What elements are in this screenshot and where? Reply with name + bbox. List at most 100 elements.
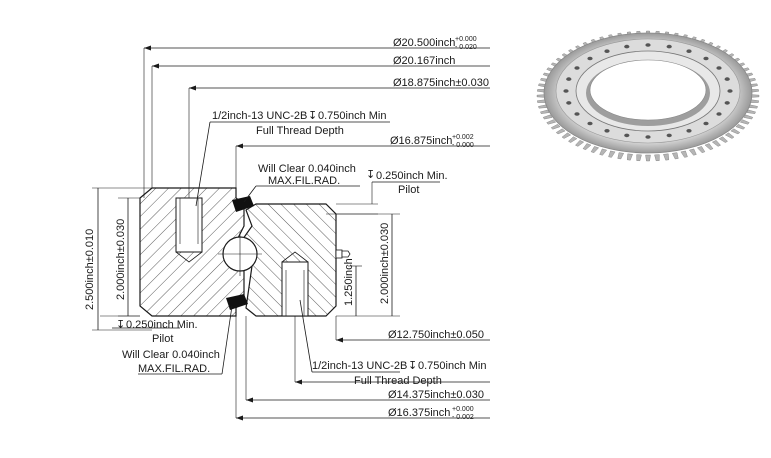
lower-seal	[226, 294, 248, 310]
bolt-hole	[666, 44, 672, 49]
lower-pilot-value: 0.250inch Min.	[126, 319, 198, 331]
outer-ring-height-label: 2.000inch±0.030	[115, 219, 127, 300]
bolt-hole	[686, 129, 692, 133]
gear-tooth	[748, 104, 758, 109]
bolt-hole	[724, 101, 730, 105]
bolt-hole	[604, 129, 610, 133]
upper-clear-line2: MAX.FIL.RAD.	[268, 175, 340, 187]
id-inner-ring-tol-lower: - 0.002	[452, 414, 474, 421]
bolt-hole	[563, 89, 569, 93]
pitch-outer-label: Ø20.167inch	[393, 55, 455, 67]
upper-pilot-label: Pilot	[398, 184, 419, 196]
cross-section	[139, 187, 351, 317]
gear-tooth	[654, 154, 660, 162]
gear-tooth	[645, 154, 651, 162]
bolt-hole	[703, 121, 709, 126]
bolt-hole	[587, 121, 593, 126]
gear-tooth	[568, 136, 578, 143]
upper-pilot-value: 0.250inch Min.	[376, 170, 448, 182]
bolt-hole	[574, 112, 580, 116]
inner-bore	[589, 59, 707, 121]
bolt-hole	[716, 112, 722, 116]
outer-tapped-hole	[175, 197, 203, 253]
gear-tooth	[550, 124, 561, 130]
inner-thread-line2: Full Thread Depth	[354, 375, 442, 387]
od-outer-tol-upper: +0.000	[455, 36, 477, 43]
gear-tooth	[636, 154, 642, 162]
gear-tooth	[599, 148, 608, 156]
id-outer-ring-tol-lower: - 0.000	[452, 142, 474, 149]
gear-tooth	[735, 124, 746, 130]
gear-tooth	[538, 104, 548, 109]
gear-tooth	[540, 109, 550, 114]
gear-tooth	[617, 152, 625, 160]
od-inner-ring-label: Ø12.750inch±0.050	[388, 329, 484, 341]
od-outer-label: Ø20.500inch	[393, 37, 455, 49]
dimension-lines	[92, 45, 490, 421]
gear-tooth	[575, 140, 585, 147]
lower-pilot-symbol: ↧	[116, 319, 125, 331]
gear-tooth	[561, 132, 572, 139]
bolt-circle-outer-label: Ø18.875inch±0.030	[393, 77, 489, 89]
bolt-hole	[645, 43, 651, 47]
outer-thread-depth-symbol: ↧	[308, 110, 317, 122]
gear-tooth	[680, 150, 688, 158]
gear-tooth	[663, 153, 670, 161]
gear-tooth	[696, 146, 706, 154]
grease-fitting	[335, 249, 351, 259]
id-outer-ring-label: Ø16.875inch	[390, 135, 452, 147]
gear-tooth	[730, 128, 741, 135]
outer-thread-line2: Full Thread Depth	[256, 125, 344, 137]
overall-height-label: 2.500inch±0.010	[84, 229, 96, 310]
gear-tooth	[542, 114, 553, 120]
bolt-hole	[645, 135, 651, 139]
id-outer-ring-tol-upper: +0.002	[452, 134, 474, 141]
bolt-circle-inner-label: Ø14.375inch±0.030	[388, 389, 484, 401]
inner-half-height-label: 1.250inch	[343, 258, 355, 306]
bolt-hole	[587, 56, 593, 61]
bolt-hole	[604, 49, 610, 53]
gear-tooth	[582, 143, 592, 151]
gear-tooth	[671, 152, 679, 160]
outer-thread-depth: 0.750inch Min	[318, 110, 387, 122]
bolt-hole	[716, 66, 722, 70]
gear-tooth	[608, 150, 616, 158]
gear-tooth	[739, 119, 750, 125]
inner-thread-line1: 1/2inch-13 UNC-2B	[312, 360, 407, 372]
inner-tapped-hole	[281, 261, 309, 317]
lower-clear-line2: MAX.FIL.RAD.	[138, 363, 210, 375]
bolt-hole	[624, 44, 630, 49]
gear-tooth	[704, 143, 714, 151]
lower-clear-line1: Will Clear 0.040inch	[122, 349, 220, 361]
bolt-hole	[566, 77, 572, 81]
gear-tooth	[743, 114, 754, 120]
inner-thread-depth-symbol: ↧	[408, 360, 417, 372]
dimension-labels: Ø20.500inch +0.000 - 0.020 Ø20.167inch Ø…	[84, 36, 489, 421]
bolt-hole	[624, 133, 630, 138]
bolt-hole	[574, 66, 580, 70]
outer-thread-line1: 1/2inch-13 UNC-2B	[212, 110, 307, 122]
gear-tooth	[718, 136, 728, 143]
bolt-hole	[703, 56, 709, 61]
gear-tooth	[724, 132, 735, 139]
bolt-hole	[724, 77, 730, 81]
bearing-render	[536, 30, 760, 162]
gear-tooth	[688, 148, 697, 156]
bolt-hole	[566, 101, 572, 105]
gear-tooth	[546, 119, 557, 125]
upper-clear-line1: Will Clear 0.040inch	[258, 163, 356, 175]
lower-pilot-label: Pilot	[152, 333, 173, 345]
gear-tooth	[590, 146, 600, 154]
bolt-holes	[563, 43, 733, 139]
gear-tooth	[626, 153, 633, 161]
od-outer-tol-lower: - 0.020	[455, 44, 477, 51]
gear-tooth	[746, 109, 756, 114]
inner-ring-height-label: 2.000inch±0.030	[379, 223, 391, 304]
gear-tooth	[555, 128, 566, 135]
id-inner-ring-label: Ø16.375inch	[388, 407, 450, 419]
id-inner-ring-tol-upper: +0.000	[452, 406, 474, 413]
bolt-hole	[666, 133, 672, 138]
upper-pilot-symbol: ↧	[366, 169, 375, 181]
inner-thread-depth: 0.750inch Min	[418, 360, 487, 372]
